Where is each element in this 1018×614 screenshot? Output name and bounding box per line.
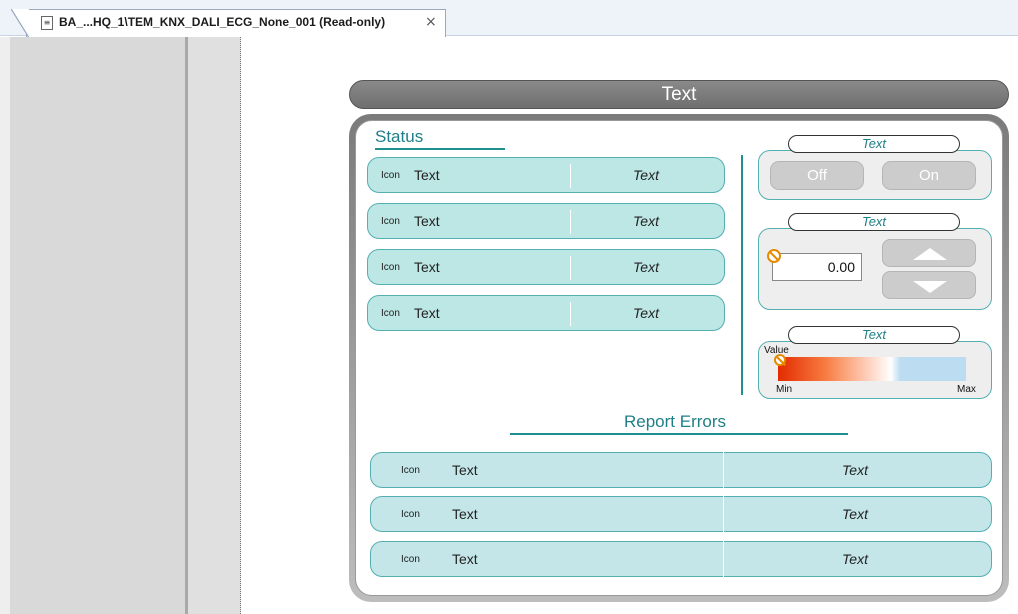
row-separator — [723, 496, 724, 532]
error-row[interactable]: Icon Text Text — [370, 452, 992, 488]
arrow-down-icon — [913, 281, 947, 293]
range-value-label: Value — [764, 345, 789, 356]
prohibited-icon — [774, 354, 786, 366]
faceplate-frame: Status Icon Text Text Icon Text Text Ico… — [349, 114, 1009, 602]
error-row-label: Text — [452, 506, 478, 522]
vertical-divider — [741, 155, 743, 395]
switch-widget-label: Text — [788, 135, 960, 153]
status-row-value: Text — [633, 213, 659, 229]
error-row[interactable]: Icon Text Text — [370, 541, 992, 577]
numeric-widget-label: Text — [788, 213, 960, 231]
document-tab[interactable]: ≡ BA_...HQ_1\TEM_KNX_DALI_ECG_None_001 (… — [11, 9, 446, 38]
left-pane — [0, 37, 188, 614]
status-row[interactable]: Icon Text Text — [367, 203, 725, 239]
faceplate-content: Status Icon Text Text Icon Text Text Ico… — [355, 120, 1003, 596]
prohibited-icon — [767, 249, 781, 263]
status-row[interactable]: Icon Text Text — [367, 157, 725, 193]
header-title-bar: Text — [349, 80, 1009, 109]
error-row-label: Text — [452, 551, 478, 567]
status-row-value: Text — [633, 305, 659, 321]
error-row[interactable]: Icon Text Text — [370, 496, 992, 532]
status-row-icon: Icon — [381, 308, 400, 319]
error-row-value: Text — [842, 462, 868, 478]
status-row-value: Text — [633, 167, 659, 183]
on-button[interactable]: On — [882, 161, 976, 190]
status-underline — [375, 148, 505, 150]
row-separator — [570, 302, 571, 326]
status-row-icon: Icon — [381, 216, 400, 227]
decrease-button[interactable] — [882, 271, 976, 299]
document-icon: ≡ — [41, 16, 53, 30]
status-row[interactable]: Icon Text Text — [367, 295, 725, 331]
arrow-up-icon — [913, 248, 947, 260]
error-row-icon: Icon — [401, 554, 420, 565]
row-separator — [570, 210, 571, 234]
range-widget: Value Min Max — [758, 341, 992, 399]
value-field[interactable]: 0.00 — [772, 253, 862, 281]
status-row[interactable]: Icon Text Text — [367, 249, 725, 285]
report-errors-underline — [510, 433, 848, 435]
switch-widget: Off On — [758, 150, 992, 200]
report-errors-title: Report Errors — [624, 412, 727, 431]
row-separator — [723, 452, 724, 488]
off-button[interactable]: Off — [770, 161, 864, 190]
error-row-icon: Icon — [401, 465, 420, 476]
status-row-icon: Icon — [381, 170, 400, 181]
tab-title: BA_...HQ_1\TEM_KNX_DALI_ECG_None_001 (Re… — [59, 15, 386, 29]
range-min-label: Min — [776, 384, 793, 395]
error-row-icon: Icon — [401, 509, 420, 520]
row-separator — [570, 256, 571, 280]
status-row-value: Text — [633, 259, 659, 275]
ruler-pane — [188, 37, 241, 614]
error-row-value: Text — [842, 506, 868, 522]
status-row-label: Text — [414, 259, 440, 275]
close-icon[interactable]: × — [425, 14, 437, 30]
status-row-icon: Icon — [381, 262, 400, 273]
increase-button[interactable] — [882, 239, 976, 267]
range-max-label: Max — [957, 384, 976, 395]
tab-strip: ≡ BA_...HQ_1\TEM_KNX_DALI_ECG_None_001 (… — [0, 0, 1018, 38]
status-row-label: Text — [414, 167, 440, 183]
range-bar — [778, 357, 966, 381]
status-row-label: Text — [414, 213, 440, 229]
error-row-value: Text — [842, 551, 868, 567]
status-title: Status — [375, 127, 424, 146]
status-row-label: Text — [414, 305, 440, 321]
row-separator — [723, 541, 724, 577]
row-separator — [570, 164, 571, 188]
numeric-widget: 0.00 — [758, 228, 992, 310]
range-widget-label: Text — [788, 326, 960, 344]
error-row-label: Text — [452, 462, 478, 478]
